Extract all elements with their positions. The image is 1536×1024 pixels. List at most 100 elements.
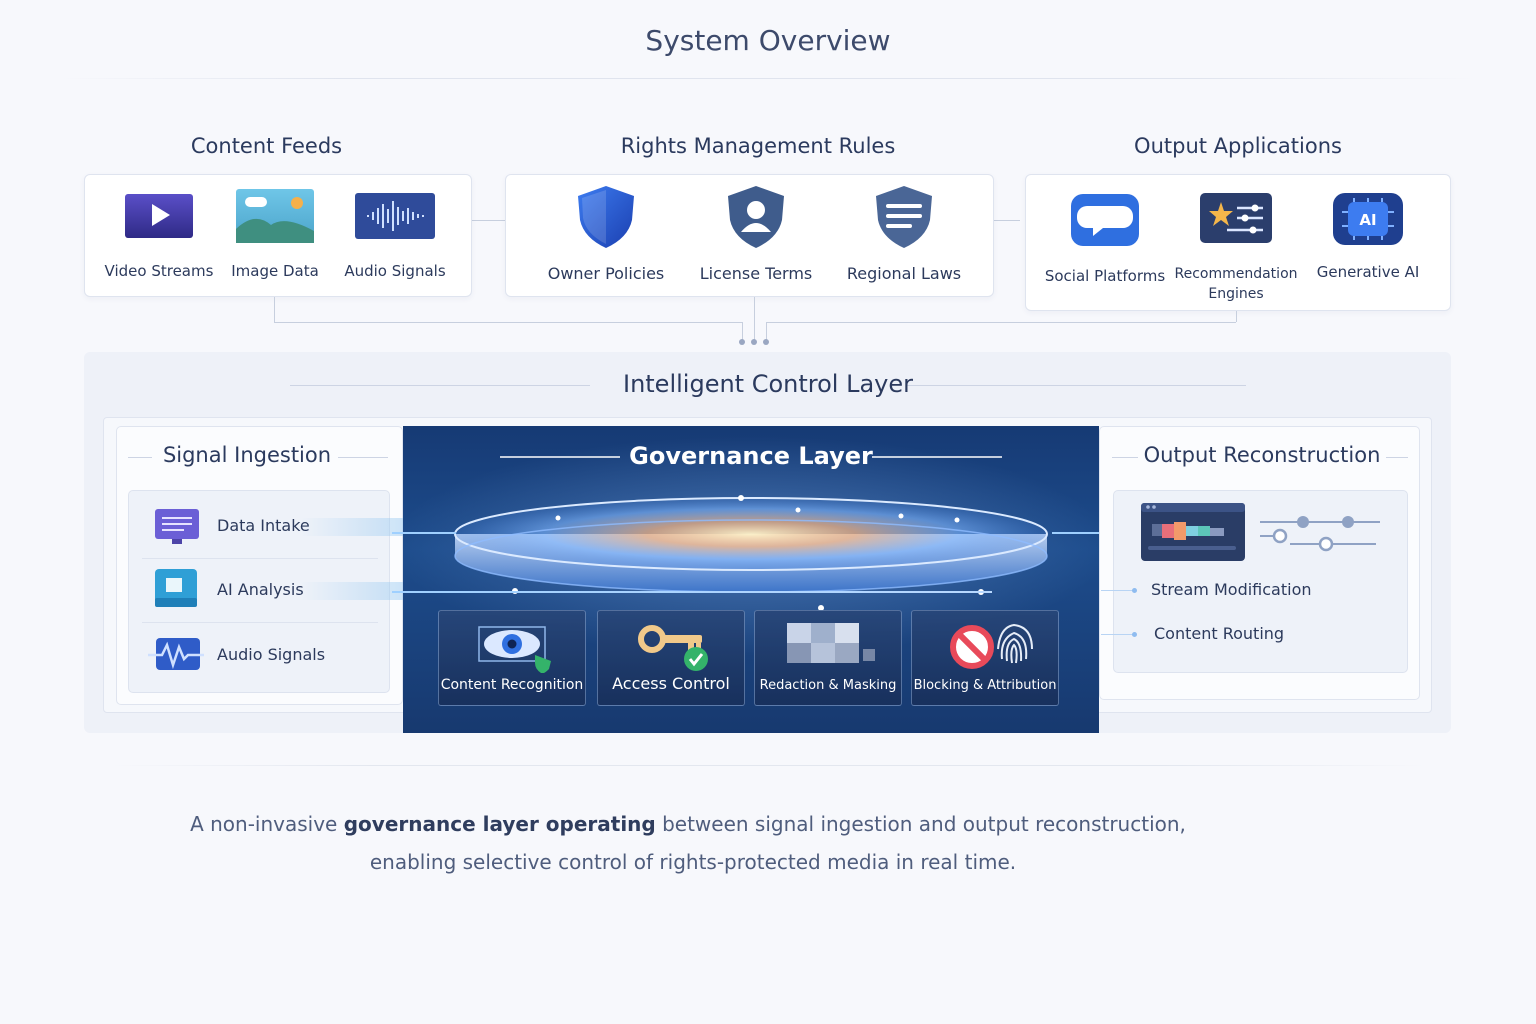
signal-ingestion-title: Signal Ingestion [162, 443, 332, 467]
analysis-window-icon [155, 569, 197, 607]
video-streams-icon [125, 194, 193, 238]
owner-policies-label: Owner Policies [547, 264, 665, 283]
connector-feeds-drop [742, 322, 743, 340]
access-control-label: Access Control [612, 674, 730, 693]
caption-line-1: A non-invasive governance layer operatin… [0, 812, 1536, 836]
audio-signals-row-label: Audio Signals [217, 645, 326, 664]
ai-badge-text: AI [1359, 211, 1376, 229]
ai-chip-icon: AI [1333, 193, 1403, 245]
ai-analysis-label: AI Analysis [217, 580, 304, 599]
governance-rule-right [872, 456, 1002, 458]
content-recognition-label: Content Recognition [440, 677, 584, 693]
routing-line [1101, 590, 1135, 591]
connector-feeds-rules [472, 220, 506, 221]
blocking-attribution-label: Blocking & Attribution [913, 678, 1057, 693]
user-shield-icon [728, 186, 784, 248]
audio-signals-label: Audio Signals [344, 262, 446, 280]
data-intake-label: Data Intake [217, 516, 310, 535]
signal-row-ai-analysis[interactable]: AI Analysis [130, 560, 420, 620]
redaction-masking-label: Redaction & Masking [759, 678, 897, 693]
connector-rules-apps [994, 220, 1020, 221]
flow-line-analysis [392, 591, 992, 593]
rule-regional-laws[interactable]: Regional Laws [838, 184, 970, 284]
signal-rule-left [128, 457, 152, 458]
signal-divider [142, 622, 378, 623]
regional-laws-label: Regional Laws [846, 264, 962, 283]
caption-line-2: enabling selective control of rights-pro… [369, 850, 1017, 874]
monitor-icon [155, 509, 199, 544]
audio-waveform-icon [355, 193, 435, 239]
routing-line [1101, 634, 1135, 635]
output-rule-right [1386, 457, 1408, 458]
block-fingerprint-icon [950, 623, 1033, 669]
module-access-control[interactable]: Access Control [597, 610, 745, 706]
control-layer-title: Intelligent Control Layer [622, 370, 913, 398]
title-divider [60, 78, 1476, 79]
connector-feeds-down [274, 297, 275, 322]
chat-bubble-icon [1071, 194, 1139, 246]
signal-row-audio-signals[interactable]: Audio Signals [130, 625, 388, 685]
routing-node [1132, 588, 1137, 593]
app-recommendation-engines[interactable]: Recommendation Engines [1170, 192, 1302, 304]
caption-line-1-post: between signal ingestion and output reco… [655, 812, 1186, 836]
engines-label: Engines [1208, 286, 1264, 302]
document-shield-icon [876, 186, 932, 248]
content-routing-item[interactable]: Content Routing [1154, 624, 1285, 643]
junction-dot [739, 339, 745, 345]
stream-editor-icon [1141, 503, 1380, 561]
signal-divider [142, 558, 378, 559]
signal-row-data-intake[interactable]: Data Intake [130, 496, 420, 556]
app-social-platforms[interactable]: Social Platforms [1044, 192, 1166, 286]
bottom-divider [110, 765, 1426, 766]
license-terms-label: License Terms [699, 264, 813, 283]
rule-owner-policies[interactable]: Owner Policies [540, 184, 672, 284]
image-data-icon [236, 189, 314, 243]
governance-disc-graphic [403, 436, 1099, 656]
connector-apps-horizontal [766, 322, 1236, 323]
output-reconstruction-title: Output Reconstruction [1143, 443, 1381, 467]
governance-title: Governance Layer [629, 442, 873, 470]
pixel-mask-icon [787, 623, 875, 663]
video-streams-label: Video Streams [104, 262, 214, 280]
content-feeds-title: Content Feeds [190, 134, 343, 158]
signal-rule-right [338, 457, 388, 458]
feed-image-data[interactable]: Image Data [224, 189, 326, 281]
key-check-icon [638, 625, 708, 671]
connector-apps-down [1236, 311, 1237, 322]
feed-audio-signals[interactable]: Audio Signals [334, 189, 456, 281]
control-layer-rule-right [906, 385, 1246, 386]
junction-dot [751, 339, 757, 345]
flow-arrow-icon [300, 582, 420, 600]
app-generative-ai[interactable]: AI Generative AI [1310, 192, 1426, 282]
junction-dot [763, 339, 769, 345]
star-sliders-icon [1200, 193, 1272, 243]
control-layer-rule-left [290, 385, 590, 386]
generative-ai-label: Generative AI [1316, 263, 1420, 281]
rights-rules-title: Rights Management Rules [620, 134, 896, 158]
stream-modification-item[interactable]: Stream Modification [1151, 580, 1312, 599]
feed-video-streams[interactable]: Video Streams [100, 189, 218, 281]
module-redaction-masking[interactable]: Redaction & Masking [754, 610, 902, 706]
output-rule-left [1112, 457, 1138, 458]
flow-line-intake [392, 532, 456, 534]
connector-apps-drop [766, 322, 767, 340]
recommendation-label: Recommendation [1174, 266, 1298, 282]
connector-rules-drop [754, 297, 755, 340]
caption-emphasis: governance layer operating [343, 812, 656, 836]
eye-scan-icon [478, 626, 551, 673]
flow-arrow-icon [300, 518, 420, 536]
image-data-label: Image Data [231, 262, 319, 280]
caption-line-1-pre: A non-invasive [190, 812, 344, 836]
module-blocking-attribution[interactable]: Blocking & Attribution [911, 610, 1059, 706]
governance-rule-left [500, 456, 620, 458]
flow-line-out [1052, 532, 1140, 534]
module-content-recognition[interactable]: Content Recognition [438, 610, 586, 706]
connector-feeds-horizontal [274, 322, 742, 323]
rule-license-terms[interactable]: License Terms [690, 184, 822, 284]
output-apps-title: Output Applications [1134, 134, 1342, 158]
pulse-wave-icon [148, 638, 204, 670]
social-platforms-label: Social Platforms [1044, 267, 1166, 285]
shield-icon [578, 186, 634, 248]
routing-node [1132, 632, 1137, 637]
page-title: System Overview [645, 24, 891, 57]
